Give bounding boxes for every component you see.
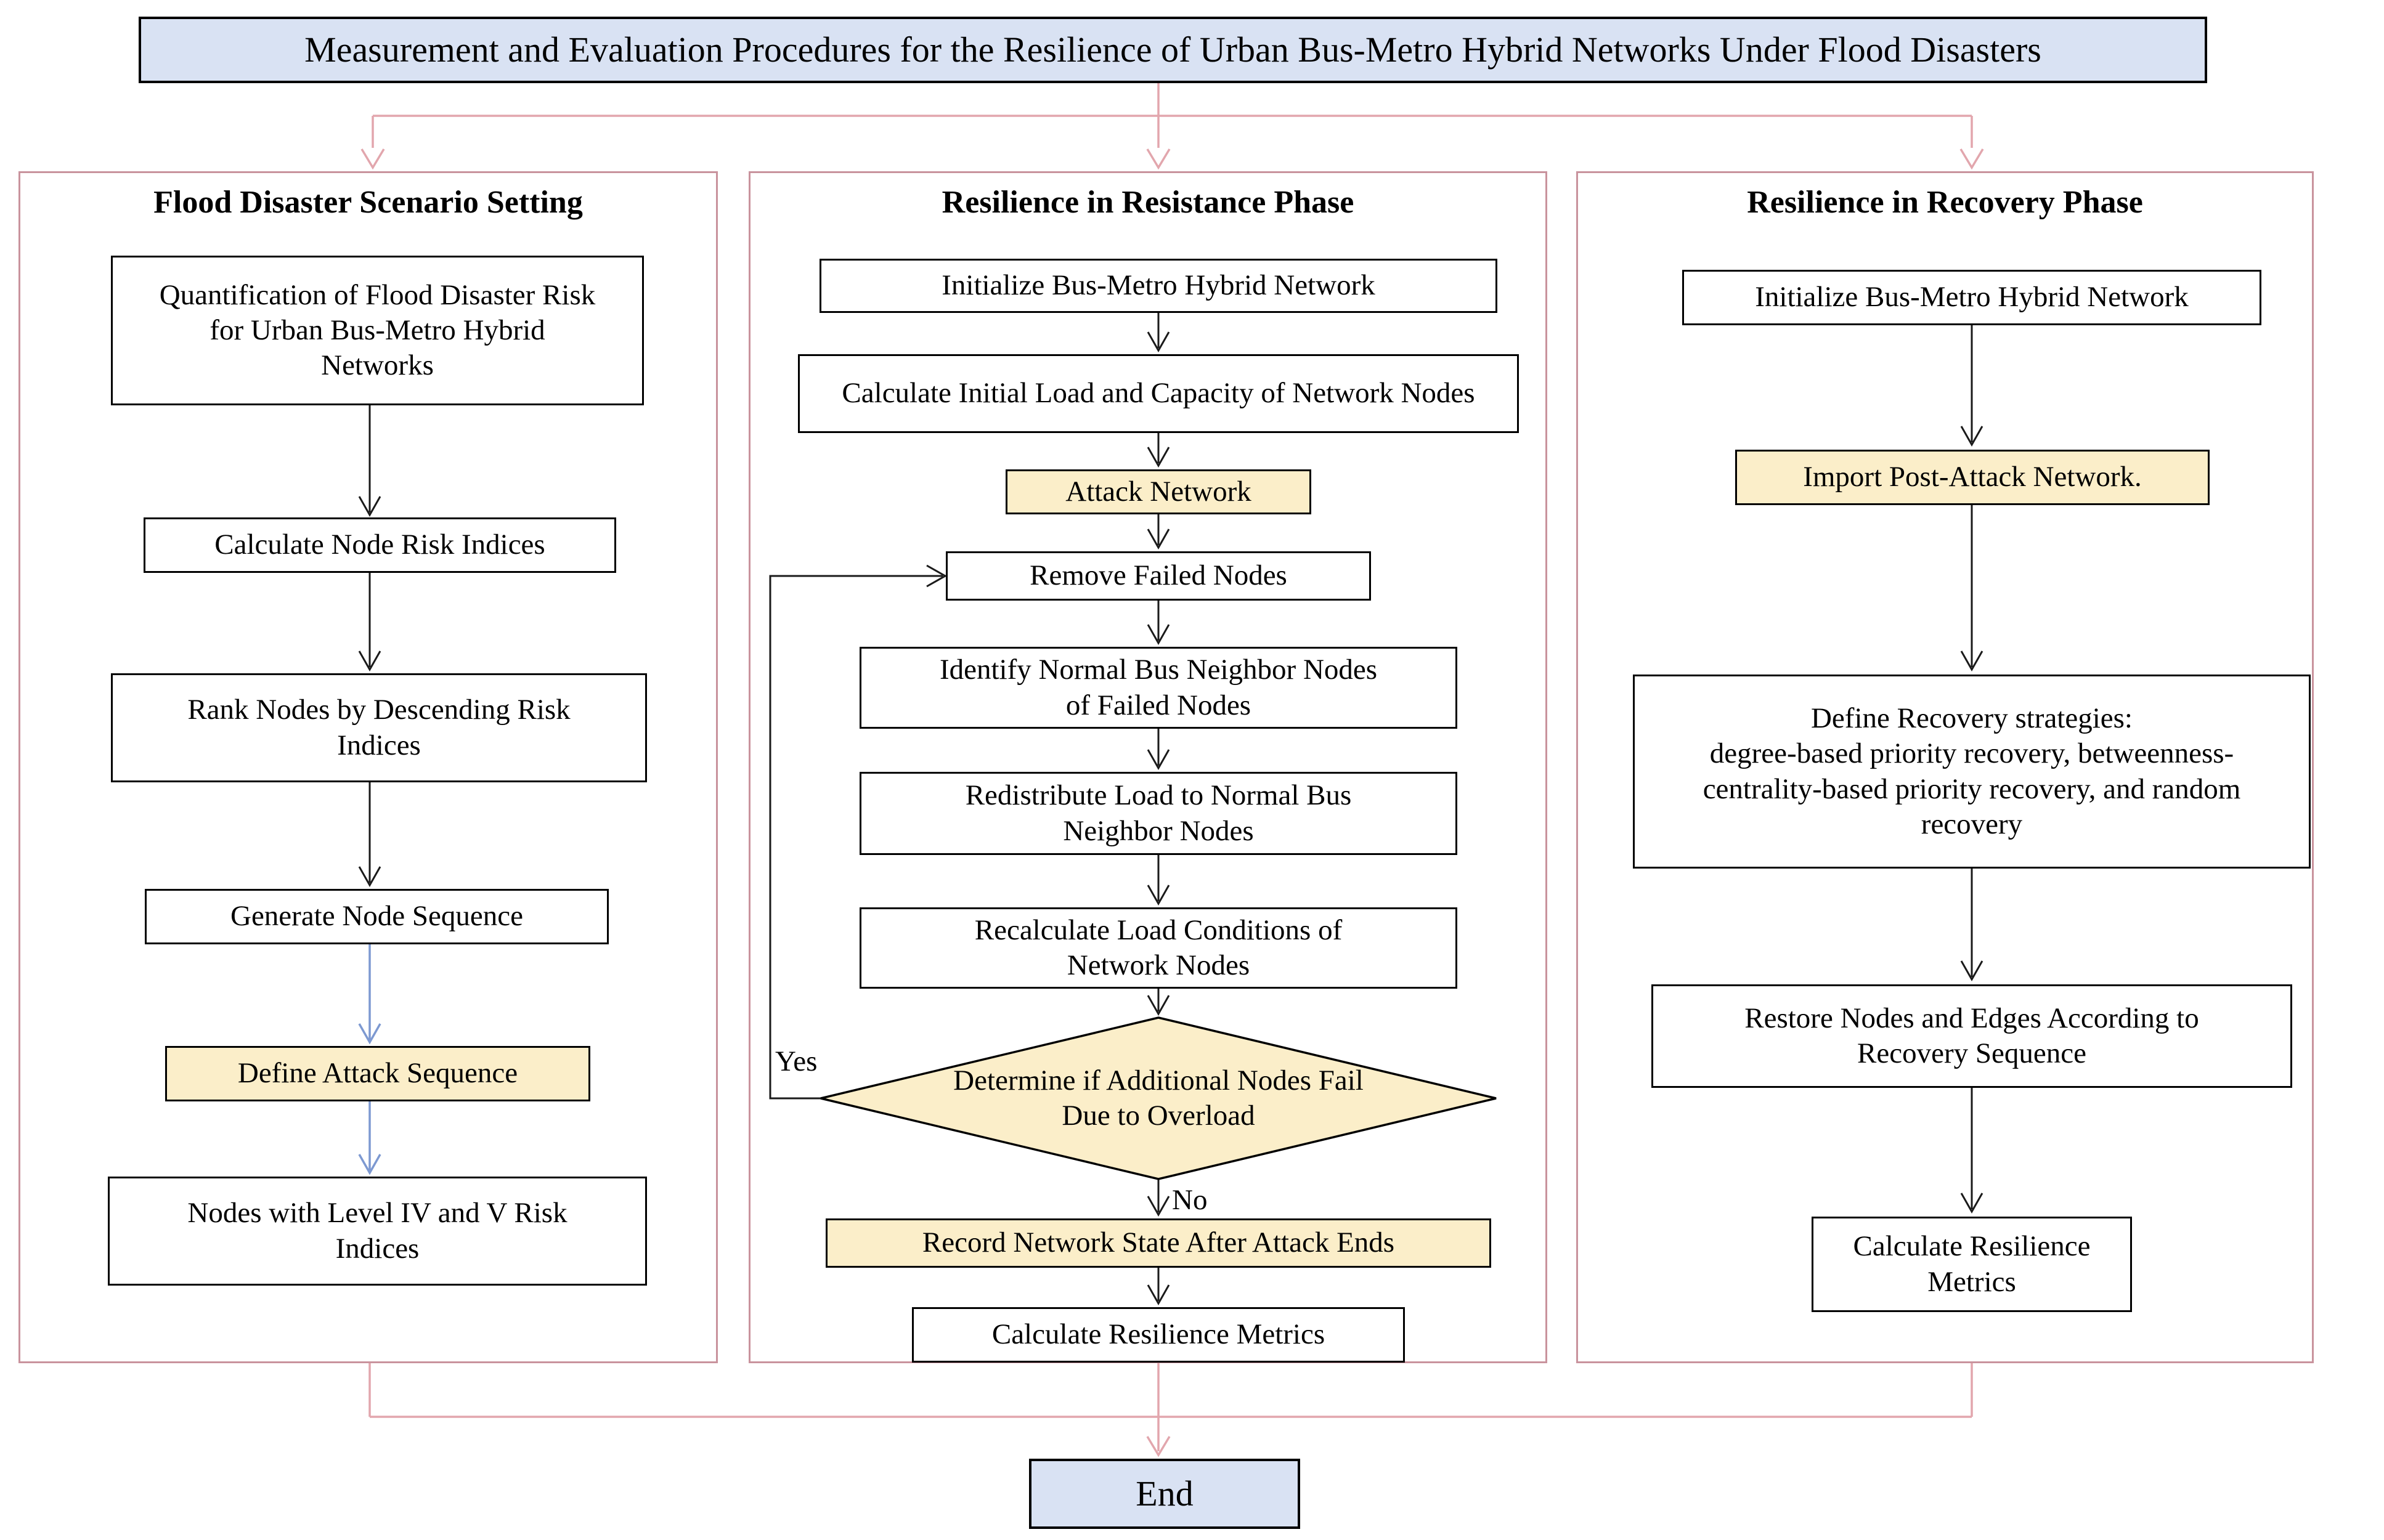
- column-header-scenario-setting: Flood Disaster Scenario Setting: [153, 185, 583, 220]
- step-rank-nodes-by-risk: Rank Nodes by Descending Risk Indices: [111, 673, 647, 782]
- column-frame-resistance-phase: [749, 171, 1547, 1363]
- step-import-post-attack-network: Import Post-Attack Network.: [1735, 450, 2210, 505]
- step-nodes-level-iv-v-risk: Nodes with Level IV and V Risk Indices: [108, 1177, 647, 1286]
- step-define-attack-sequence: Define Attack Sequence: [165, 1046, 590, 1101]
- decision-yes-label: Yes: [775, 1045, 818, 1077]
- column-header-recovery-phase: Resilience in Recovery Phase: [1747, 185, 2143, 220]
- page-title: Measurement and Evaluation Procedures fo…: [139, 17, 2207, 83]
- step-define-recovery-strategies: Define Recovery strategies:degree-based …: [1633, 675, 2311, 869]
- column-frame-scenario-setting: [18, 171, 718, 1363]
- step-calc-initial-load-capacity: Calculate Initial Load and Capacity of N…: [798, 354, 1519, 433]
- decision-additional-nodes-fail: Determine if Additional Nodes Fail Due t…: [953, 1064, 1364, 1132]
- step-recalculate-load-conditions: Recalculate Load Conditions of Network N…: [860, 907, 1457, 989]
- col3-arrows: [1960, 325, 1983, 1214]
- end-node: End: [1029, 1459, 1300, 1529]
- col2-arrows: [769, 313, 1170, 1306]
- step-initialize-network-resistance: Initialize Bus-Metro Hybrid Network: [820, 259, 1497, 313]
- step-restore-nodes-edges: Restore Nodes and Edges According to Rec…: [1651, 984, 2292, 1088]
- step-attack-network: Attack Network: [1006, 469, 1311, 514]
- pink-top-connectors: [360, 83, 1984, 170]
- step-redistribute-load: Redistribute Load to Normal Bus Neighbor…: [860, 772, 1457, 855]
- decision-no-label: No: [1172, 1184, 1208, 1216]
- step-record-network-state: Record Network State After Attack Ends: [826, 1218, 1491, 1268]
- step-remove-failed-nodes: Remove Failed Nodes: [946, 551, 1371, 601]
- step-calculate-node-risk-indices: Calculate Node Risk Indices: [144, 517, 616, 573]
- column-header-resistance-phase: Resilience in Resistance Phase: [942, 185, 1354, 220]
- pink-bottom-connectors: [368, 1363, 1973, 1457]
- column-frame-recovery-phase: [1576, 171, 2314, 1363]
- decision-diamond: [820, 1016, 1497, 1180]
- step-identify-bus-neighbors: Identify Normal Bus Neighbor Nodes of Fa…: [860, 647, 1457, 729]
- step-calculate-resilience-metrics-recovery: Calculate Resilience Metrics: [1812, 1217, 2132, 1312]
- step-generate-node-sequence: Generate Node Sequence: [145, 889, 609, 944]
- col1-arrows: [358, 405, 381, 1175]
- recovery-strategies-text: Define Recovery strategies:degree-based …: [1703, 702, 2241, 840]
- step-calculate-resilience-metrics-resistance: Calculate Resilience Metrics: [912, 1307, 1405, 1363]
- step-initialize-network-recovery: Initialize Bus-Metro Hybrid Network: [1682, 270, 2261, 325]
- step-quantify-flood-risk: Quantification of Flood Disaster Risk fo…: [111, 256, 644, 405]
